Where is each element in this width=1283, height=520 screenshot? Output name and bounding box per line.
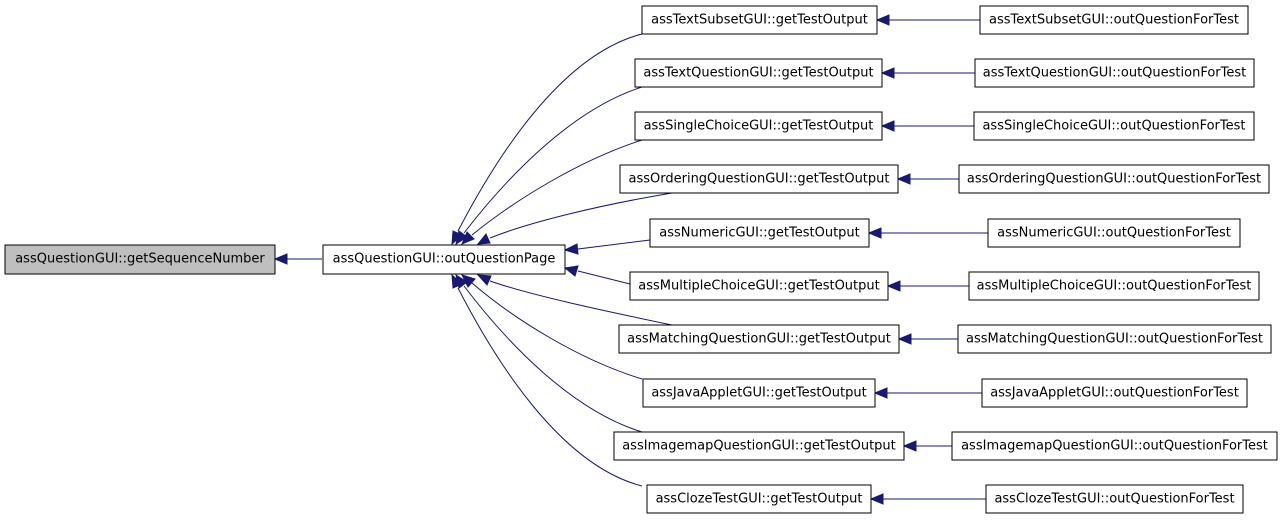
node-label: assMatchingQuestionGUI::outQuestionForTe…	[966, 332, 1263, 347]
node-label: assNumericGUI::getTestOutput	[659, 226, 860, 241]
node-label: assClozeTestGUI::outQuestionForTest	[994, 492, 1234, 507]
node-label: assClozeTestGUI::getTestOutput	[656, 492, 863, 507]
node-right-2[interactable]: assSingleChoiceGUI::outQuestionForTest	[973, 111, 1255, 141]
edge-mid-4-to-hub	[577, 239, 651, 250]
node-right-9[interactable]: assClozeTestGUI::outQuestionForTest	[985, 484, 1244, 514]
node-mid-0[interactable]: assTextSubsetGUI::getTestOutput	[641, 5, 878, 35]
node-label: assQuestionGUI::outQuestionPage	[333, 252, 556, 267]
edge-mid-2-to-hub	[471, 139, 643, 236]
edge-mid-7-to-hub	[471, 282, 643, 380]
arrowhead	[455, 230, 468, 246]
node-right-4[interactable]: assNumericGUI::outQuestionForTest	[987, 218, 1241, 248]
node-mid-6[interactable]: assMatchingQuestionGUI::getTestOutput	[618, 324, 900, 354]
node-label: assTextSubsetGUI::getTestOutput	[651, 13, 868, 28]
edge-mid-5-to-hub	[577, 270, 631, 285]
node-mid-3[interactable]: assOrderingQuestionGUI::getTestOutput	[619, 164, 899, 194]
node-right-0[interactable]: assTextSubsetGUI::outQuestionForTest	[979, 5, 1249, 35]
arrowhead	[869, 493, 884, 505]
edge-mid-8-to-hub	[463, 285, 643, 433]
arrowhead	[880, 67, 895, 79]
node-mid-4[interactable]: assNumericGUI::getTestOutput	[649, 218, 870, 248]
arrowhead	[873, 387, 888, 399]
node-label: assTextSubsetGUI::outQuestionForTest	[989, 13, 1239, 28]
node-right-6[interactable]: assMatchingQuestionGUI::outQuestionForTe…	[957, 324, 1272, 354]
node-label: assSingleChoiceGUI::getTestOutput	[644, 119, 874, 134]
node-label: assMultipleChoiceGUI::outQuestionForTest	[977, 279, 1252, 294]
node-label: assNumericGUI::outQuestionForTest	[997, 226, 1231, 241]
arrowhead	[880, 120, 895, 132]
edge-mid-9-to-hub	[457, 287, 643, 487]
arrowhead	[896, 173, 911, 185]
node-mid-7[interactable]: assJavaAppletGUI::getTestOutput	[642, 378, 876, 408]
node-right-8[interactable]: assImagemapQuestionGUI::outQuestionForTe…	[951, 431, 1278, 461]
node-label: assQuestionGUI::getSequenceNumber	[15, 252, 265, 267]
arrowhead	[476, 233, 491, 245]
node-mid-1[interactable]: assTextQuestionGUI::getTestOutput	[634, 58, 883, 88]
arrowhead	[886, 280, 901, 292]
node-label: assJavaAppletGUI::outQuestionForTest	[990, 386, 1239, 401]
node-hub[interactable]: assQuestionGUI::outQuestionPage	[322, 244, 566, 275]
arrowhead	[875, 14, 890, 26]
node-root[interactable]: assQuestionGUI::getSequenceNumber	[4, 244, 276, 275]
node-mid-5[interactable]: assMultipleChoiceGUI::getTestOutput	[629, 271, 889, 301]
arrowhead	[476, 274, 492, 286]
arrowhead	[902, 440, 917, 452]
arrowhead	[563, 243, 579, 255]
node-label: assOrderingQuestionGUI::getTestOutput	[629, 172, 890, 187]
node-right-3[interactable]: assOrderingQuestionGUI::outQuestionForTe…	[958, 164, 1270, 194]
arrowhead	[273, 253, 288, 265]
arrowhead	[867, 227, 882, 239]
arrowhead	[461, 231, 475, 245]
node-mid-2[interactable]: assSingleChoiceGUI::getTestOutput	[634, 111, 883, 141]
call-edges	[273, 14, 988, 505]
edge-mid-1-to-hub	[463, 86, 643, 234]
node-mid-8[interactable]: assImagemapQuestionGUI::getTestOutput	[613, 431, 905, 461]
node-label: assMatchingQuestionGUI::getTestOutput	[627, 332, 891, 347]
node-label: assImagemapQuestionGUI::outQuestionForTe…	[961, 439, 1268, 454]
node-label: assSingleChoiceGUI::outQuestionForTest	[982, 119, 1245, 134]
node-label: assImagemapQuestionGUI::getTestOutput	[622, 439, 896, 454]
node-label: assMultipleChoiceGUI::getTestOutput	[638, 279, 879, 294]
node-label: assTextQuestionGUI::getTestOutput	[643, 66, 873, 81]
arrowhead	[897, 333, 912, 345]
node-right-5[interactable]: assMultipleChoiceGUI::outQuestionForTest	[968, 271, 1260, 301]
node-right-7[interactable]: assJavaAppletGUI::outQuestionForTest	[981, 378, 1248, 408]
edge-mid-3-to-hub	[489, 192, 673, 239]
node-label: assTextQuestionGUI::outQuestionForTest	[983, 66, 1246, 81]
edge-mid-6-to-hub	[489, 280, 673, 326]
node-right-1[interactable]: assTextQuestionGUI::outQuestionForTest	[974, 58, 1255, 88]
edge-mid-0-to-hub	[457, 33, 643, 232]
node-mid-9[interactable]: assClozeTestGUI::getTestOutput	[646, 484, 872, 514]
call-graph-nodes: assQuestionGUI::getSequenceNumber assQue…	[4, 5, 1278, 514]
node-label: assJavaAppletGUI::getTestOutput	[651, 386, 866, 401]
arrowhead	[451, 273, 463, 289]
arrowhead	[563, 265, 579, 277]
node-label: assOrderingQuestionGUI::outQuestionForTe…	[967, 172, 1261, 187]
